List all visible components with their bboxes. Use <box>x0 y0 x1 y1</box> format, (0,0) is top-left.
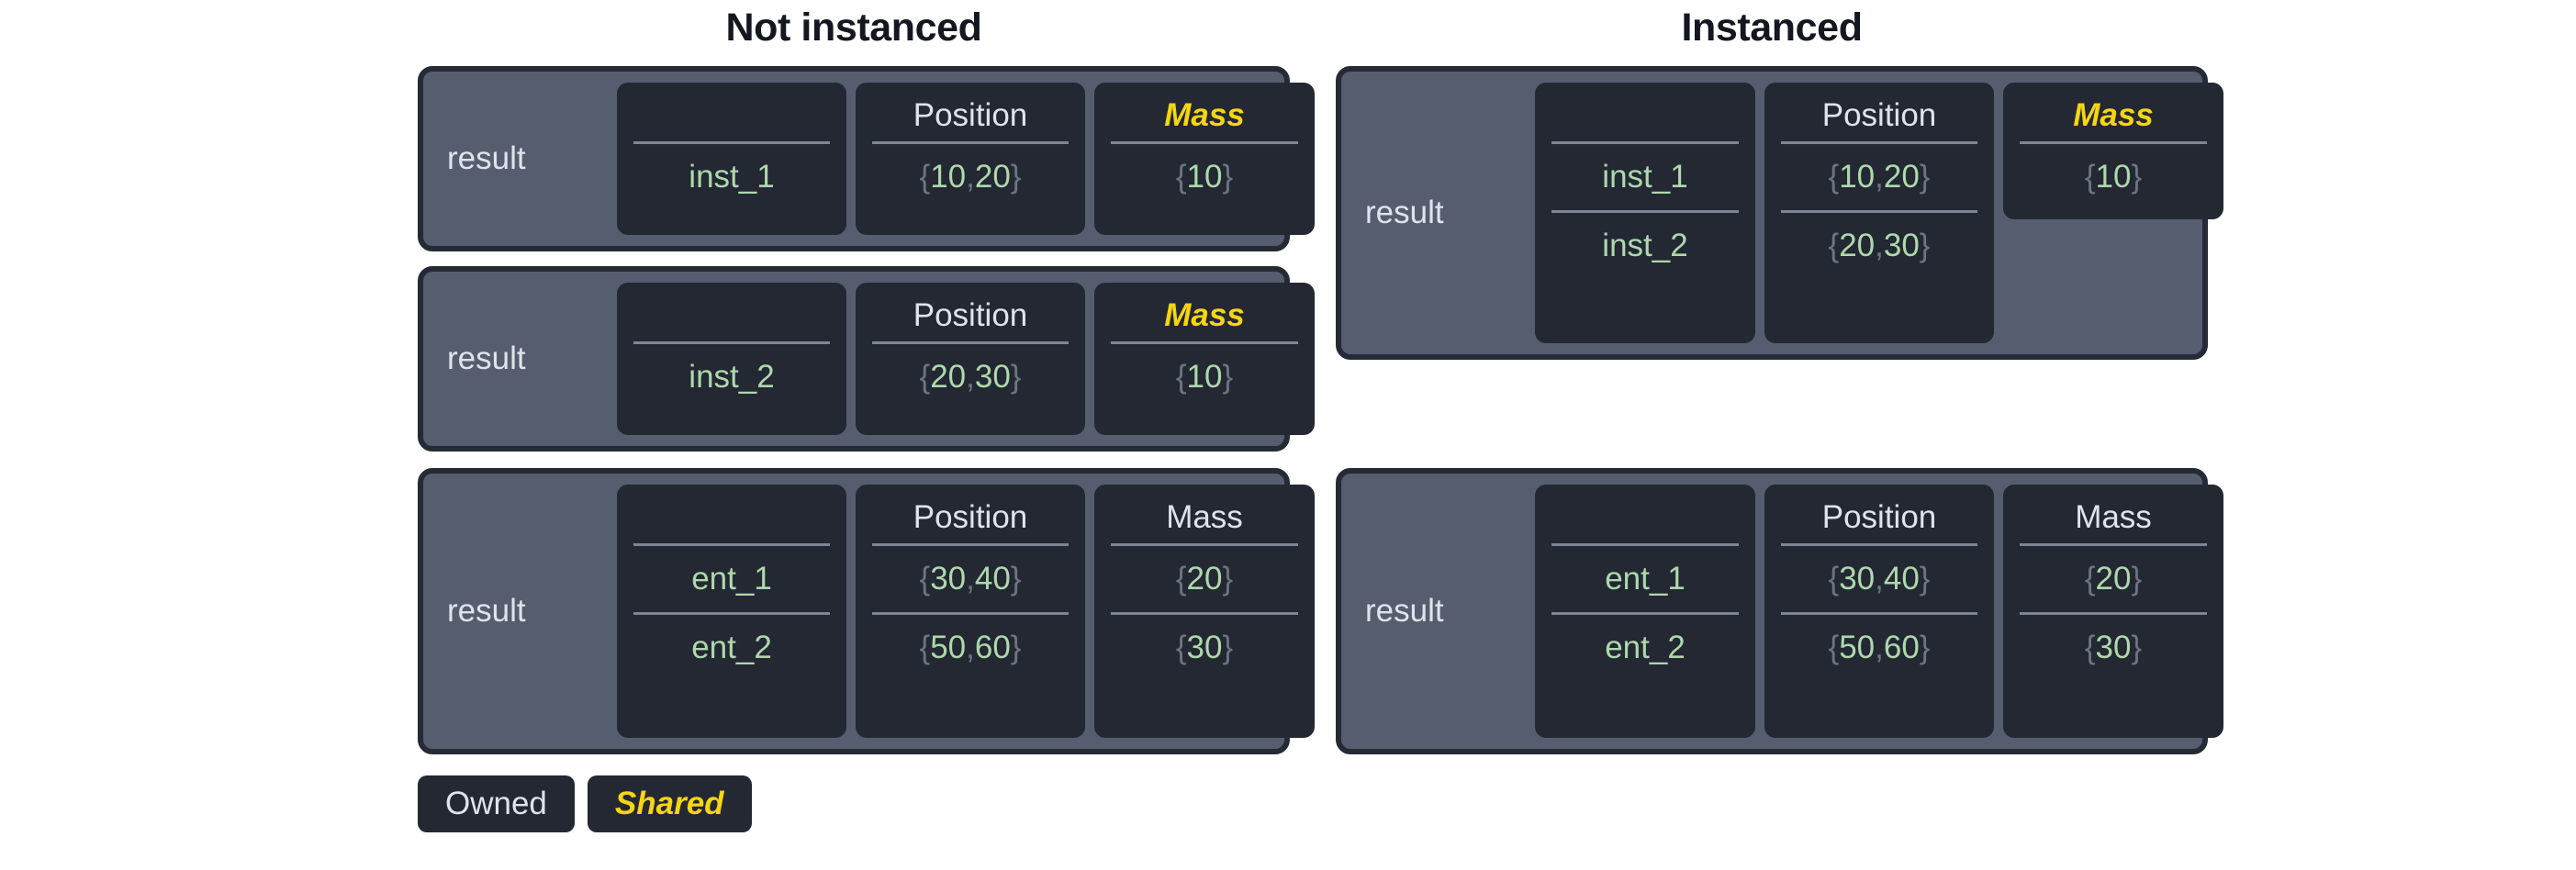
table-cell-mass: {10} <box>2020 141 2207 210</box>
table-card-not-instanced-2: result inst_2 Position {20, 30} Mass {10… <box>418 266 1315 452</box>
column-header-name <box>1535 492 1755 543</box>
column-header-position: Position <box>1821 499 1937 535</box>
table-cell-position: {50, 60} <box>1781 612 1977 681</box>
legend-chip-shared: Shared <box>587 775 752 832</box>
table-card-not-instanced-3: result ent_1 ent_2 Position {30, 40} {50… <box>418 468 1315 754</box>
table-cell-mass: {10} <box>1111 341 1298 410</box>
table-cell-mass: {10} <box>1111 141 1298 210</box>
column-header-mass: Mass <box>1164 97 1245 133</box>
column-name: ent_1 ent_2 <box>617 485 846 738</box>
column-header-name <box>617 90 846 141</box>
column-rows: {10} <box>2003 141 2223 210</box>
column-header-mass: Mass <box>1166 499 1243 535</box>
table-card-not-instanced-1: result inst_1 Position {10, 20} Mass {10… <box>418 66 1315 251</box>
column-rows: ent_1 ent_2 <box>1535 543 1755 681</box>
table-cell-name: inst_1 <box>633 141 830 210</box>
result-label: result <box>447 140 526 176</box>
table-cell-mass: {30} <box>2020 612 2207 681</box>
table-cell-position: {10, 20} <box>1781 141 1977 210</box>
result-label: result <box>447 593 526 629</box>
column-rows: {20, 30} <box>856 341 1085 410</box>
column-header-name <box>617 492 846 543</box>
column-rows: {30, 40} {50, 60} <box>856 543 1085 681</box>
column-position: Position {10, 20} <box>856 83 1085 235</box>
column-header-name <box>1535 90 1755 141</box>
column-name: inst_1 <box>617 83 846 235</box>
column-header-mass: Mass <box>2073 97 2154 133</box>
column-mass: Mass {10} <box>1094 83 1315 235</box>
column-header-position: Position <box>1821 97 1937 133</box>
legend: Owned Shared <box>418 775 752 832</box>
column-rows: {10} <box>1094 341 1315 410</box>
column-position: Position {10, 20} {20, 30} <box>1764 83 1994 343</box>
column-rows: {20} {30} <box>1094 543 1315 681</box>
table-cell-mass: {20} <box>2020 543 2207 612</box>
column-rows: {30, 40} {50, 60} <box>1764 543 1994 681</box>
result-label: result <box>1365 195 1444 230</box>
column-rows: {10, 20} {20, 30} <box>1764 141 1994 279</box>
column-position: Position {30, 40} {50, 60} <box>1764 485 1994 738</box>
column-name: inst_1 inst_2 <box>1535 83 1755 343</box>
result-label: result <box>1365 593 1444 629</box>
column-header-position: Position <box>913 97 1028 133</box>
column-mass: Mass {10} <box>1094 283 1315 435</box>
table-cell-name: ent_2 <box>633 612 830 681</box>
column-mass: Mass {20} {30} <box>2003 485 2223 738</box>
column-rows: {20} {30} <box>2003 543 2223 681</box>
table-cell-position: {30, 40} <box>872 543 1069 612</box>
table-cell-name: inst_2 <box>1551 210 1739 279</box>
column-rows: {10} <box>1094 141 1315 210</box>
table-cell-name: ent_1 <box>1551 543 1739 612</box>
table-cell-position: {20, 30} <box>1781 210 1977 279</box>
column-rows: {10, 20} <box>856 141 1085 210</box>
column-mass: Mass {20} {30} <box>1094 485 1315 738</box>
heading-instanced: Instanced <box>1681 6 1863 50</box>
column-name: ent_1 ent_2 <box>1535 485 1755 738</box>
column-rows: inst_1 <box>617 141 846 210</box>
column-position: Position {20, 30} <box>856 283 1085 435</box>
table-cell-position: {10, 20} <box>872 141 1069 210</box>
table-cell-mass: {20} <box>1111 543 1298 612</box>
table-cell-name: ent_1 <box>633 543 830 612</box>
column-rows: inst_2 <box>617 341 846 410</box>
table-cell-name: inst_2 <box>633 341 830 410</box>
table-card-instanced-2: result ent_1 ent_2 Position {30, 40} {50… <box>1336 468 2223 754</box>
column-header-name <box>617 290 846 341</box>
table-cell-position: {30, 40} <box>1781 543 1977 612</box>
heading-not-instanced: Not instanced <box>725 6 982 50</box>
table-cell-position: {20, 30} <box>872 341 1069 410</box>
column-header-position: Position <box>913 297 1028 333</box>
column-header-mass: Mass <box>1164 297 1245 333</box>
result-label: result <box>447 340 526 376</box>
table-card-instanced-1: result inst_1 inst_2 Position {10, 20} {… <box>1336 66 2223 360</box>
column-header-mass: Mass <box>2075 499 2152 535</box>
table-cell-name: ent_2 <box>1551 612 1739 681</box>
column-rows: ent_1 ent_2 <box>617 543 846 681</box>
column-rows: inst_1 inst_2 <box>1535 141 1755 279</box>
column-position: Position {30, 40} {50, 60} <box>856 485 1085 738</box>
legend-chip-owned: Owned <box>418 775 575 832</box>
column-header-position: Position <box>913 499 1028 535</box>
table-cell-position: {50, 60} <box>872 612 1069 681</box>
table-cell-mass: {30} <box>1111 612 1298 681</box>
column-mass: Mass {10} <box>2003 83 2223 219</box>
column-name: inst_2 <box>617 283 846 435</box>
table-cell-name: inst_1 <box>1551 141 1739 210</box>
